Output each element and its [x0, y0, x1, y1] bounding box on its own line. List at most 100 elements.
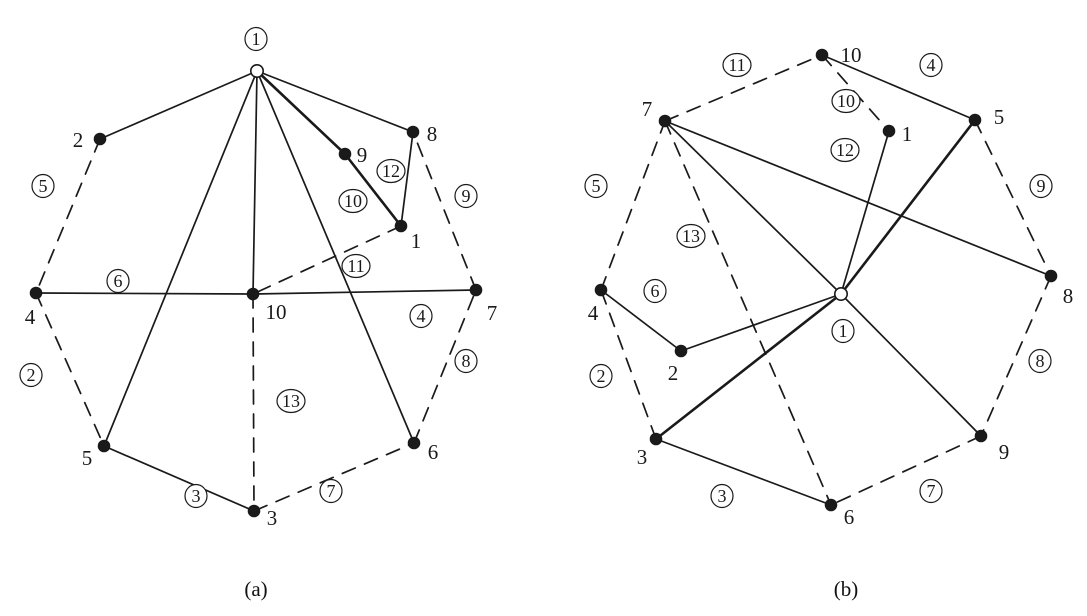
- edge-label-text: 12: [382, 161, 400, 181]
- edge-label-text: 2: [597, 366, 606, 386]
- edge-label-text: 8: [462, 351, 471, 371]
- edge-label-b-3: 3: [710, 483, 734, 509]
- edge-b-8-9: [980, 275, 1052, 437]
- edge-label-circle: [676, 223, 706, 249]
- node-label-b-10: 10: [841, 43, 862, 67]
- edge-label-circle: [722, 52, 752, 78]
- edge-label-text: 13: [282, 391, 300, 411]
- edge-label-circle: [454, 183, 478, 209]
- edge-label-b-4: 4: [919, 52, 943, 78]
- edge-label-b-10: 10: [831, 88, 861, 114]
- edge-b-3-6: [655, 438, 832, 506]
- node-label-a-1: 1: [411, 229, 422, 253]
- edge-b-10-5: [821, 54, 976, 121]
- node-label-b-2: 2: [668, 361, 679, 385]
- node-label-a-9: 9: [357, 143, 368, 167]
- edge-a-5-3: [103, 445, 255, 512]
- edge-a-6-7: [413, 289, 477, 444]
- node-label-b-8: 8: [1063, 284, 1074, 308]
- node-b-7: [658, 114, 672, 128]
- edge-label-a-8: 8: [454, 348, 478, 374]
- edge-b-s-2: [680, 293, 842, 352]
- edge-label-a-9: 9: [454, 183, 478, 209]
- edge-label-circle: [341, 253, 371, 279]
- node-b-6: [824, 498, 838, 512]
- node-b-1: [882, 124, 896, 138]
- node-b-10: [815, 48, 829, 62]
- node-badge-circle: [244, 26, 268, 52]
- node-a-2: [93, 132, 107, 146]
- edge-b-7-8: [664, 120, 1052, 277]
- node-badge-circle: [831, 318, 855, 344]
- edge-label-circle: [276, 388, 306, 414]
- edge-label-circle: [319, 478, 343, 504]
- edge-b-3-4: [600, 289, 657, 440]
- edge-a-10-7: [252, 289, 477, 295]
- node-a-5: [97, 439, 111, 453]
- node-badge-a: 1: [244, 26, 268, 52]
- edge-label-circle: [409, 303, 433, 329]
- edge-b-s-7: [664, 120, 842, 295]
- edge-label-circle: [106, 268, 130, 294]
- node-a-1: [394, 219, 408, 233]
- edge-label-text: 7: [927, 481, 936, 501]
- node-b-9: [974, 429, 988, 443]
- node-b-5: [968, 113, 982, 127]
- edge-b-7-10: [664, 54, 823, 122]
- edge-b-2-4: [600, 289, 682, 352]
- edge-b-7-6: [664, 120, 832, 506]
- edge-label-b-6: 6: [643, 278, 667, 304]
- edge-b-s-5: [839, 118, 977, 296]
- edge-label-b-7: 7: [919, 478, 943, 504]
- edge-label-b-11: 11: [722, 52, 752, 78]
- edge-label-a-2: 2: [19, 362, 43, 388]
- edge-label-circle: [710, 483, 734, 509]
- node-a-8: [406, 125, 420, 139]
- edge-label-b-8: 8: [1028, 348, 1052, 374]
- edge-a-s-10: [252, 70, 258, 295]
- edge-b-s-1: [840, 130, 890, 295]
- edge-label-text: 3: [192, 486, 201, 506]
- node-label-b-1: 1: [902, 122, 913, 146]
- edge-label-b-13: 13: [676, 223, 706, 249]
- node-a-4: [29, 286, 43, 300]
- edge-a-s-9: [255, 69, 347, 156]
- edge-a-s-2: [99, 70, 258, 140]
- edge-label-text: 3: [718, 486, 727, 506]
- edge-label-text: 5: [39, 176, 48, 196]
- edge-label-circle: [831, 88, 861, 114]
- node-badge-text: 1: [839, 321, 848, 341]
- node-label-a-2: 2: [73, 128, 84, 152]
- edge-label-text: 4: [927, 55, 936, 75]
- node-b-4: [594, 283, 608, 297]
- edge-a-10-3: [252, 293, 255, 512]
- node-label-a-5: 5: [82, 446, 93, 470]
- edge-b-9-6: [830, 435, 982, 506]
- edge-a-7-8: [412, 131, 477, 291]
- edge-label-a-6: 6: [106, 268, 130, 294]
- edge-label-text: 6: [114, 271, 123, 291]
- edge-label-text: 9: [1037, 176, 1046, 196]
- edge-label-circle: [338, 188, 368, 214]
- node-label-b-4: 4: [588, 301, 599, 325]
- node-label-b-5: 5: [994, 105, 1005, 129]
- edge-label-text: 10: [837, 91, 855, 111]
- node-a-6: [407, 436, 421, 450]
- edge-label-circle: [919, 478, 943, 504]
- edge-a-9-1: [343, 152, 403, 228]
- edge-label-circle: [376, 158, 406, 184]
- node-badge-b: 1: [831, 318, 855, 344]
- node-a-3: [247, 504, 261, 518]
- edge-label-circle: [584, 173, 608, 199]
- node-label-b-9: 9: [999, 440, 1010, 464]
- node-b-s-open: [833, 286, 848, 301]
- edge-label-text: 7: [327, 481, 336, 501]
- edge-a-8-1: [400, 131, 414, 227]
- edge-a-1-10: [252, 225, 402, 295]
- edge-label-text: 11: [728, 55, 745, 75]
- node-label-b-3: 3: [637, 445, 648, 469]
- edge-label-a-10: 10: [338, 188, 368, 214]
- edge-a-2-4: [35, 138, 101, 294]
